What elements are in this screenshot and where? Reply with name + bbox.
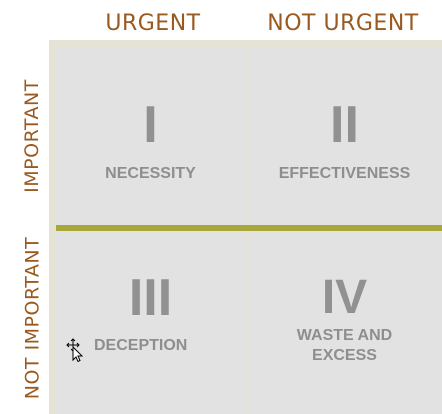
- move-cursor-icon: [66, 338, 84, 362]
- column-header-urgent: URGENT: [105, 11, 201, 36]
- quadrant-numeral: IV: [321, 271, 368, 324]
- row-header-important-label: IMPORTANT: [21, 79, 43, 193]
- row-header-not-important: NOT IMPORTANT: [12, 228, 52, 408]
- quadrant-deception: III DECEPTION: [56, 231, 245, 414]
- quadrant-necessity: I NECESSITY: [56, 47, 245, 225]
- quadrant-label: NECESSITY: [105, 165, 196, 182]
- quadrant-label: EFFECTIVENESS: [278, 165, 411, 182]
- quadrant-label: WASTE AND EXCESS: [247, 326, 442, 366]
- quadrant-waste-and-excess: IV WASTE AND EXCESS: [247, 231, 442, 414]
- quadrant-label-line-1: WASTE AND: [296, 327, 393, 344]
- column-header-not-urgent: NOT URGENT: [267, 11, 419, 36]
- row-header-not-important-label: NOT IMPORTANT: [21, 236, 43, 400]
- quadrant-effectiveness: II EFFECTIVENESS: [247, 47, 442, 225]
- quadrant-numeral: II: [330, 96, 359, 154]
- row-header-important: IMPORTANT: [12, 45, 52, 227]
- quadrant-numeral: I: [143, 96, 158, 154]
- horizontal-divider: [56, 225, 442, 231]
- priority-matrix: I NECESSITY II EFFECTIVENESS III DECEPTI…: [49, 40, 442, 414]
- quadrant-numeral: III: [128, 269, 173, 327]
- quadrant-label-line-2: EXCESS: [312, 347, 377, 364]
- quadrant-label: DECEPTION: [94, 337, 188, 354]
